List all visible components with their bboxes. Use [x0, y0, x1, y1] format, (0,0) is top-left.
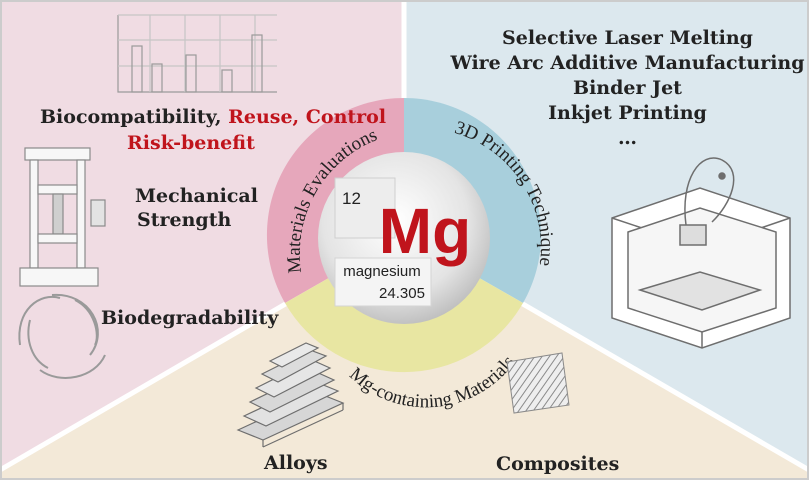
technique-item: …	[618, 127, 637, 149]
3d-printer-icon	[611, 157, 791, 349]
element-number: 12	[342, 189, 361, 208]
composite-block-icon	[506, 352, 570, 414]
printing-techniques-list: Selective Laser Melting Wire Arc Additiv…	[450, 26, 805, 151]
control-label: Control	[305, 106, 387, 128]
technique-item: Binder Jet	[573, 77, 682, 99]
recycle-icon	[18, 293, 106, 379]
technique-item: Wire Arc Additive Manufacturing	[450, 52, 805, 74]
element-tile-front	[334, 257, 432, 307]
technique-item: Inkjet Printing	[548, 102, 707, 124]
alloy-bars-icon	[236, 342, 345, 448]
biocompatibility-label: Biocompatibility,	[40, 106, 222, 128]
tensile-tester-icon	[19, 147, 106, 287]
printing-sector	[404, 0, 809, 470]
evaluations-sector	[0, 0, 404, 480]
element-name: magnesium	[343, 263, 421, 280]
element-tile-back	[334, 177, 396, 239]
composites-label: Composites	[496, 453, 620, 475]
strength-label: Strength	[137, 209, 232, 231]
technique-item: Selective Laser Melting	[502, 27, 753, 49]
reuse-label: Reuse,	[228, 106, 300, 128]
alloys-label: Alloys	[264, 452, 328, 474]
element-symbol: Mg	[379, 195, 471, 267]
biocompatibility-line: Biocompatibility, Reuse, Control	[40, 106, 386, 128]
risk-benefit-label: Risk-benefit	[127, 132, 255, 154]
biodegradability-label: Biodegradability	[101, 307, 279, 329]
mechanical-label: Mechanical	[135, 185, 258, 207]
bar-chart-icon	[117, 14, 277, 93]
element-mass: 24.305	[379, 285, 425, 302]
